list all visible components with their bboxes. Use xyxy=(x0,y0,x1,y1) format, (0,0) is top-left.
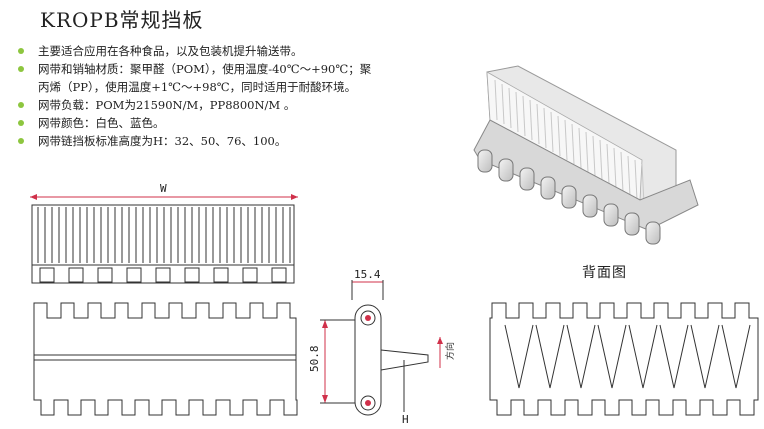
feature-text-continued: 丙烯（PP），使用温度+1℃～+98℃，同时适用于耐酸环境。 xyxy=(38,80,357,94)
bullet-dot-icon xyxy=(18,138,24,144)
bullet-dot-icon xyxy=(18,120,24,126)
pitch-label: 15.4 xyxy=(354,268,381,281)
feature-item: 网带颜色：白色、蓝色。 xyxy=(18,114,438,132)
front-view-drawing xyxy=(30,194,298,284)
bullet-dot-icon xyxy=(18,102,24,108)
height-label: 50.8 xyxy=(308,346,321,373)
h-label: H xyxy=(402,413,409,426)
bullet-dot-icon xyxy=(18,48,24,54)
plan-view-drawing xyxy=(33,302,298,416)
feature-text: 网带负载：POM为21590N/M，PP8800N/M 。 xyxy=(38,98,296,112)
feature-text: 网带和销轴材质：聚甲醛（POM），使用温度-40℃～+90℃；聚 xyxy=(38,62,372,76)
feature-text: 网带链挡板标准高度为H：32、50、76、100。 xyxy=(38,134,287,148)
side-section-drawing xyxy=(320,280,443,416)
feature-item: 主要适合应用在各种食品，以及包装机提升输送带。 xyxy=(18,42,438,60)
back-view-title: 背面图 xyxy=(582,265,627,281)
feature-list: 主要适合应用在各种食品，以及包装机提升输送带。 网带和销轴材质：聚甲醛（POM）… xyxy=(18,42,438,150)
feature-text: 主要适合应用在各种食品，以及包装机提升输送带。 xyxy=(38,44,303,58)
page-title: KROPB常规挡板 xyxy=(40,8,204,32)
direction-label: 方向 xyxy=(444,342,456,360)
product-3d-render xyxy=(473,65,699,245)
width-label: W xyxy=(160,182,167,195)
bullet-dot-icon xyxy=(18,66,24,72)
feature-item: 网带链挡板标准高度为H：32、50、76、100。 xyxy=(18,132,438,150)
feature-item: 网带负载：POM为21590N/M，PP8800N/M 。 xyxy=(18,96,438,114)
feature-item: 网带和销轴材质：聚甲醛（POM），使用温度-40℃～+90℃；聚 丙烯（PP），… xyxy=(18,60,438,96)
back-view-drawing xyxy=(489,302,759,416)
feature-text: 网带颜色：白色、蓝色。 xyxy=(38,116,165,130)
